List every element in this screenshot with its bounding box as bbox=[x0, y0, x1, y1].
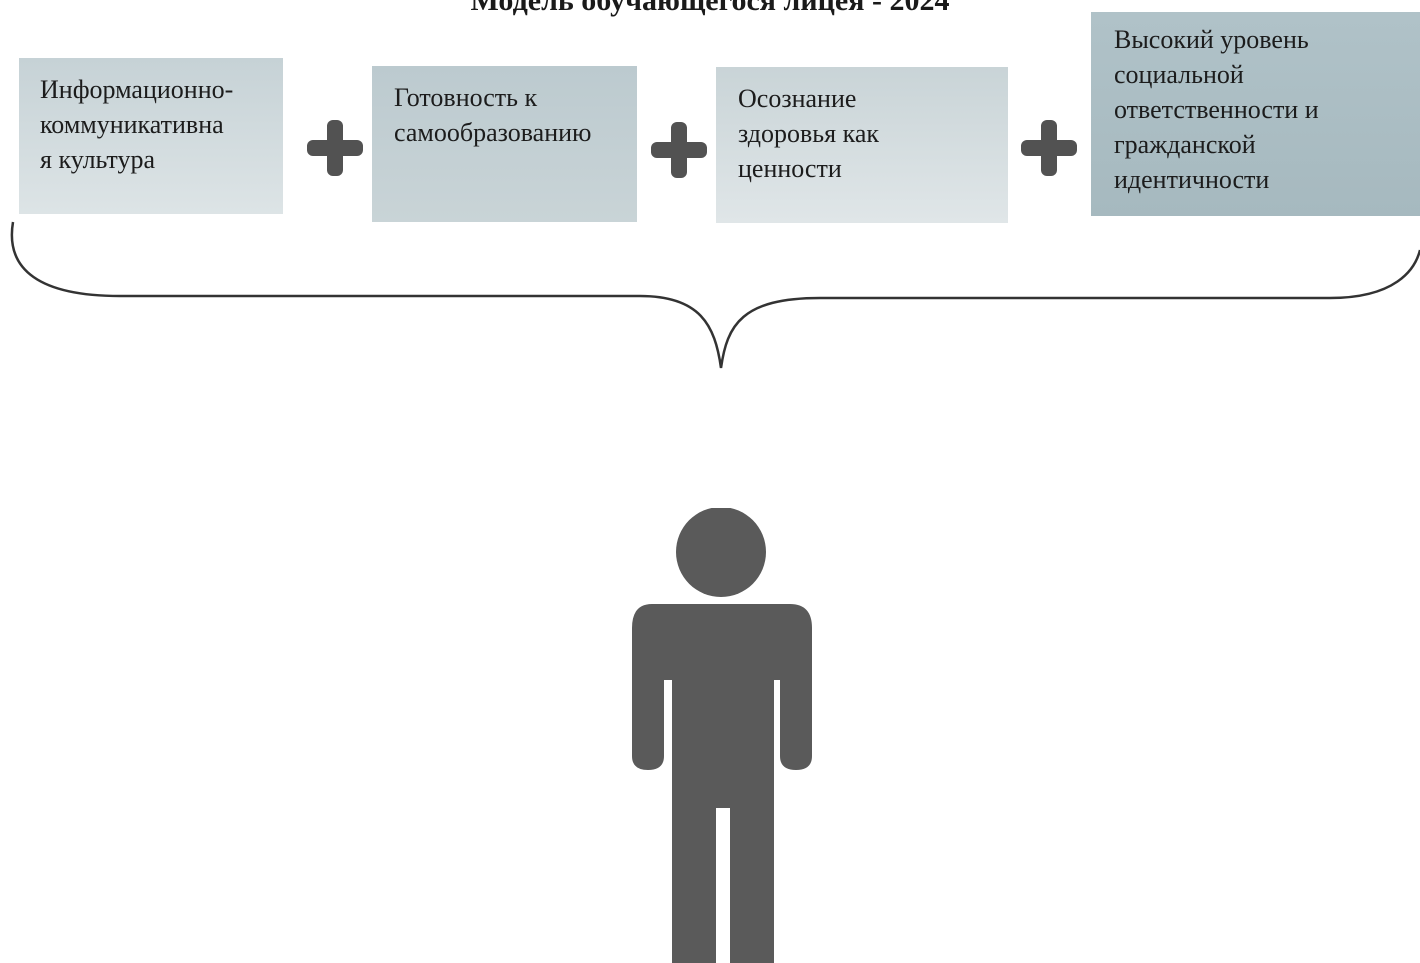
component-box-health-value: Осознание здоровья как ценности bbox=[716, 67, 1008, 223]
component-label: Информационно- коммуникативна я культура bbox=[40, 75, 234, 174]
component-label: Осознание здоровья как ценности bbox=[738, 84, 880, 183]
plus-icon bbox=[1021, 120, 1077, 176]
plus-icon bbox=[307, 120, 363, 176]
component-box-self-education: Готовность к самообразованию bbox=[372, 66, 637, 222]
diagram-title: Модель обучающегося лицея - 2024 bbox=[470, 0, 950, 17]
plus-icon bbox=[651, 122, 707, 178]
component-box-ict-culture: Информационно- коммуникативна я культура bbox=[19, 58, 283, 214]
component-label: Высокий уровень социальной ответственнос… bbox=[1114, 25, 1319, 194]
person-icon bbox=[632, 508, 812, 963]
curly-brace-icon bbox=[10, 221, 1420, 369]
component-box-civic-identity: Высокий уровень социальной ответственнос… bbox=[1091, 12, 1420, 216]
component-label: Готовность к самообразованию bbox=[394, 83, 592, 147]
